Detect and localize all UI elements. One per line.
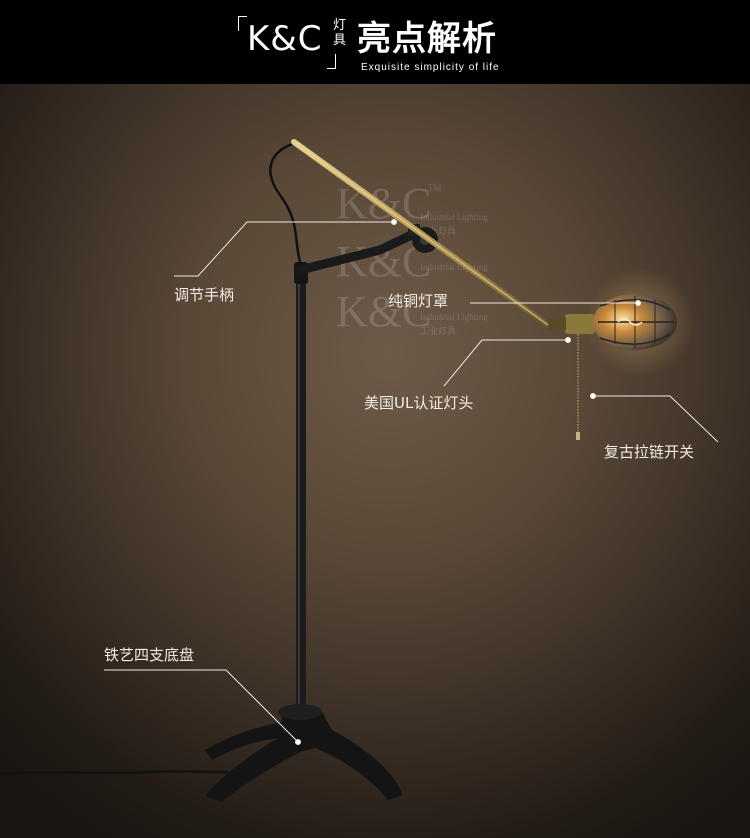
ul-socket <box>565 314 595 334</box>
callout-lines <box>104 219 719 745</box>
header-banner: K&C 灯具 亮点解析 Exquisite simplicity of life <box>0 0 750 84</box>
watermark-text-4: Industrial Lighting <box>420 312 488 322</box>
base-callout-line <box>104 669 299 743</box>
socket-callout-line <box>443 339 568 387</box>
watermark-logo-3: K&C <box>336 287 432 336</box>
switch-callout-line <box>593 395 719 443</box>
watermark-text-1: Industrial Lighting <box>420 212 488 222</box>
handle-arm <box>295 227 423 275</box>
callout-iron-base: 铁艺四支底盘 <box>104 646 195 664</box>
page-title: 亮点解析 <box>357 19 497 59</box>
power-cord <box>269 140 302 263</box>
watermark-text-3: Industrial Lighting <box>420 262 488 272</box>
lamp-pole <box>296 265 306 720</box>
watermark-text-5: 工业灯具 <box>420 326 457 336</box>
callout-brass-shade: 纯铜灯罩 <box>388 292 449 310</box>
iron-base <box>205 708 402 802</box>
brand-bracket-right <box>327 54 336 69</box>
callout-adjustment-handle: 调节手柄 <box>174 286 235 304</box>
watermark-text-2: 工业灯具 <box>420 226 457 236</box>
brand-logo: K&C <box>247 19 323 59</box>
handle-callout-line <box>174 221 394 277</box>
watermark-tm: TM <box>428 183 442 193</box>
brand-logo-subtext: 灯具 <box>333 18 347 48</box>
page-subtitle: Exquisite simplicity of life <box>361 62 500 73</box>
callout-pull-chain-switch: 复古拉链开关 <box>604 443 695 461</box>
callout-ul-socket: 美国UL认证灯头 <box>364 394 474 412</box>
power-cord-floor <box>0 770 229 776</box>
brand-bracket-left <box>238 16 247 31</box>
